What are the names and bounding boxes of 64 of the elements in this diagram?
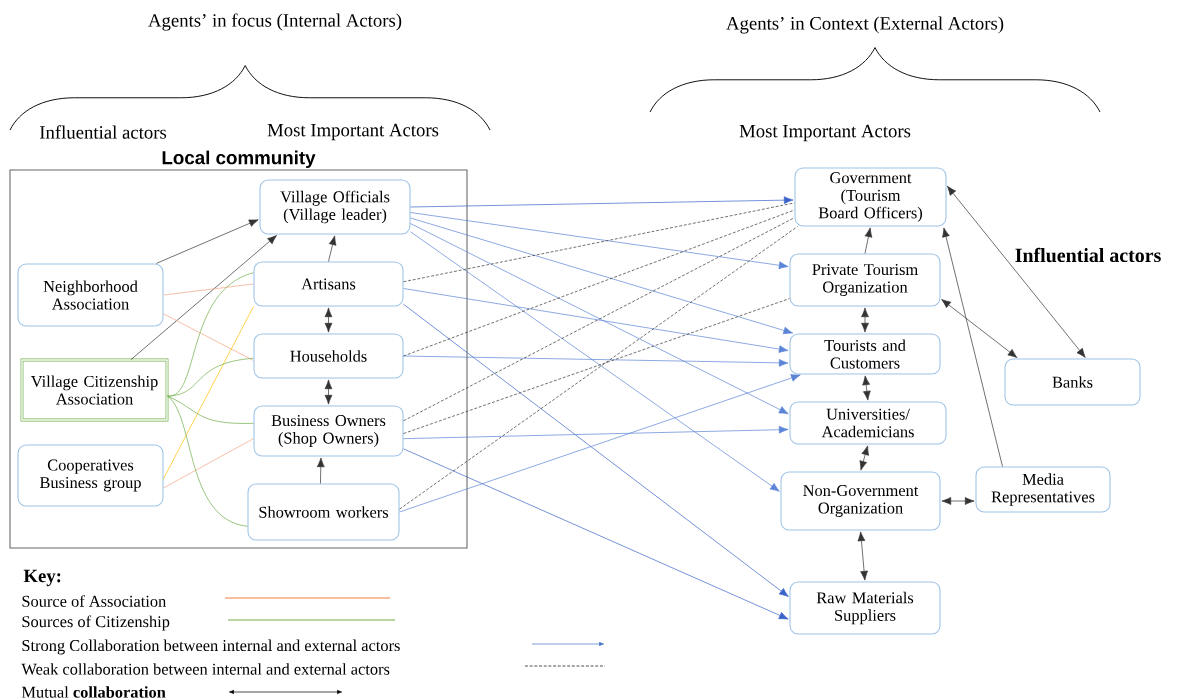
arrow — [942, 227, 1003, 467]
actor-box: Universities/ Academicians — [789, 401, 947, 445]
legend-text: Source of Association — [22, 595, 167, 607]
connector-line — [403, 202, 795, 283]
arrow — [941, 299, 1018, 358]
actor-box: Village Citizenship Association — [20, 358, 169, 422]
arrow — [857, 531, 868, 581]
connector-line — [403, 209, 795, 357]
arrow — [410, 212, 789, 270]
column-heading: Influential actors — [1015, 247, 1161, 263]
arrow — [947, 185, 1086, 358]
actor-box: Government (Tourism Board Officers) — [794, 167, 947, 227]
actor-box: Neighborhood Association — [17, 263, 164, 327]
arrow — [399, 374, 801, 513]
column-heading: Most Important Actors — [267, 123, 439, 141]
actor-box: Tourists and Customers — [789, 333, 941, 375]
connector-line — [163, 283, 254, 296]
column-heading: Influential actors — [39, 125, 167, 139]
arrow — [155, 219, 259, 264]
arrow — [324, 379, 333, 405]
arrow — [316, 457, 325, 484]
heading: Agents’ in focus (Internal Actors) — [148, 13, 402, 31]
arrow — [403, 355, 789, 367]
arrow — [403, 448, 789, 620]
arrow — [859, 445, 869, 471]
actor-box: Artisans — [253, 261, 404, 307]
connector-line — [167, 395, 254, 424]
legend-text: Mutual collaboration — [21, 686, 166, 698]
actor-box: Non-Government Organization — [780, 471, 941, 531]
arrow — [864, 227, 873, 254]
actor-box: Village Officials (Village leader) — [259, 179, 411, 235]
actor-box: Private Tourism Organization — [789, 253, 941, 307]
connector-line — [167, 357, 254, 397]
actor-box: Banks — [1004, 358, 1141, 406]
actor-box: Cooperatives Business group — [17, 444, 164, 507]
connector-line — [163, 306, 254, 479]
column-heading: Most Important Actors — [739, 124, 911, 142]
arrow — [328, 235, 337, 262]
heading: Agents’ in Context (External Actors) — [726, 16, 1004, 34]
arrow — [410, 196, 794, 208]
arrow — [941, 497, 975, 505]
arrow — [862, 375, 871, 401]
actor-box: Business Owners (Shop Owners) — [253, 405, 404, 457]
arrow — [861, 307, 869, 333]
connector-line — [163, 313, 254, 361]
arrow — [403, 303, 789, 597]
arrow — [410, 217, 793, 335]
connector-line — [167, 272, 254, 397]
connector-line — [163, 438, 254, 489]
connector-line — [167, 395, 248, 527]
actor-box: Households — [253, 333, 404, 379]
connector-line — [403, 298, 790, 434]
arrow — [324, 307, 333, 333]
actor-box: Raw Materials Suppliers — [789, 581, 941, 635]
legend-text: Strong Collaboration between internal and external actors — [22, 639, 400, 655]
legend-text: Weak collaboration between internal and external actors — [21, 663, 390, 675]
arrow — [130, 235, 277, 360]
node-label: Local community — [162, 150, 316, 169]
arrow — [403, 288, 789, 353]
actor-box: Media Representatives — [975, 466, 1111, 513]
key-heading: Key: — [23, 569, 61, 587]
legend-text: Sources of Citizenship — [22, 615, 170, 631]
actor-box: Showroom workers — [247, 483, 400, 541]
arrow — [403, 425, 789, 439]
